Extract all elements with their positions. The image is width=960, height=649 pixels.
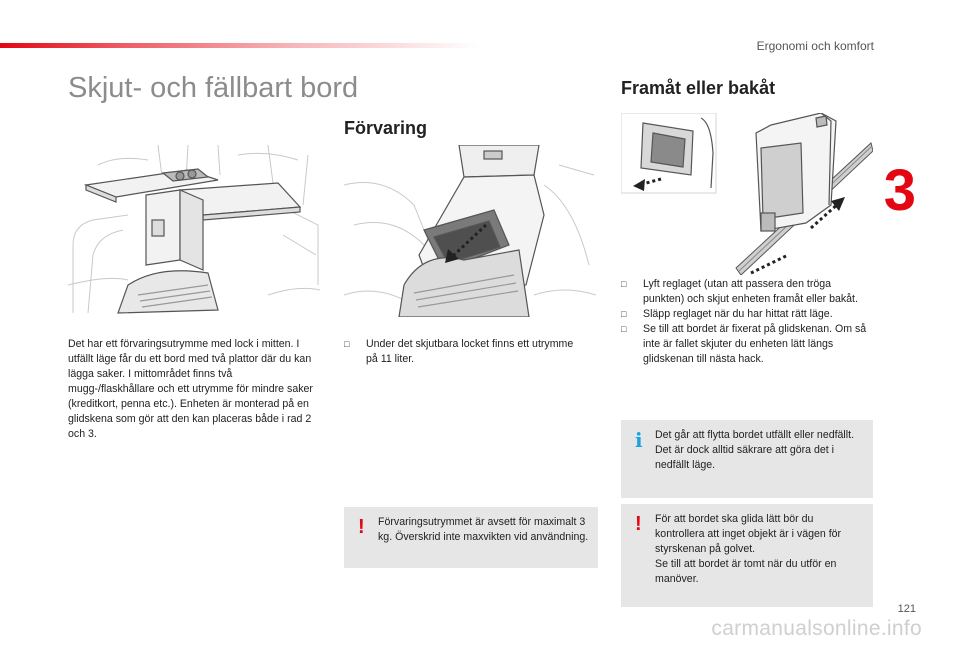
warning-text: Förvaringsutrymmet är avsett för maximal… — [378, 516, 589, 543]
warning-text: För att bordet ska glida lätt bör du kon… — [655, 513, 842, 585]
bullet-release-control: □ Släpp reglaget när du har hittat rätt … — [621, 307, 873, 322]
info-box: i Det går att flytta bordet utfällt elle… — [621, 420, 873, 498]
table-illustration-svg — [67, 144, 321, 317]
bullet-storage-capacity: □ Under det skjutbara locket finns ett u… — [344, 337, 578, 367]
section-title-forvaring: Förvaring — [344, 118, 428, 138]
table-illustration — [67, 144, 321, 317]
bullet-text: Se till att bordet är fixerat på glidske… — [643, 323, 867, 365]
slide-illustration-svg — [620, 112, 874, 276]
section-header: Ergonomi och komfort — [756, 39, 874, 53]
chapter-number: 3 — [883, 158, 916, 223]
watermark: carmanualsonline.info — [711, 617, 922, 640]
page-number: 121 — [897, 603, 916, 615]
bullet-text: Släpp reglaget när du har hittat rätt lä… — [643, 308, 833, 320]
exclamation-icon: ! — [635, 513, 642, 535]
square-bullet-icon: □ — [344, 339, 350, 349]
bullet-check-fixed: □ Se till att bordet är fixerat på glids… — [621, 322, 873, 367]
square-bullet-icon: □ — [621, 309, 627, 319]
storage-illustration-svg — [343, 144, 597, 318]
intro-paragraph: Det har ett förvaringsutrymme med lock i… — [68, 338, 313, 440]
top-accent-bar — [0, 43, 480, 48]
warning-box-slide: ! För att bordet ska glida lätt bör du k… — [621, 504, 873, 607]
info-text: Det går att flytta bordet utfällt eller … — [655, 429, 855, 471]
square-bullet-icon: □ — [621, 324, 627, 334]
storage-illustration — [343, 144, 597, 318]
bullet-text: Lyft reglaget (utan att passera den trög… — [643, 278, 858, 305]
exclamation-icon: ! — [358, 516, 365, 538]
square-bullet-icon: □ — [621, 279, 627, 289]
bullet-text: Under det skjutbara locket finns ett utr… — [366, 338, 574, 365]
info-icon: i — [635, 428, 643, 452]
page-title: Skjut- och fällbart bord — [68, 72, 359, 104]
bullet-lift-control: □ Lyft reglaget (utan att passera den tr… — [621, 277, 873, 307]
section-title-framat: Framåt eller bakåt — [621, 78, 776, 98]
bullet-list-slide: □ Lyft reglaget (utan att passera den tr… — [621, 277, 873, 367]
warning-box-storage: ! Förvaringsutrymmet är avsett för maxim… — [344, 507, 598, 568]
slide-illustration — [620, 112, 874, 276]
